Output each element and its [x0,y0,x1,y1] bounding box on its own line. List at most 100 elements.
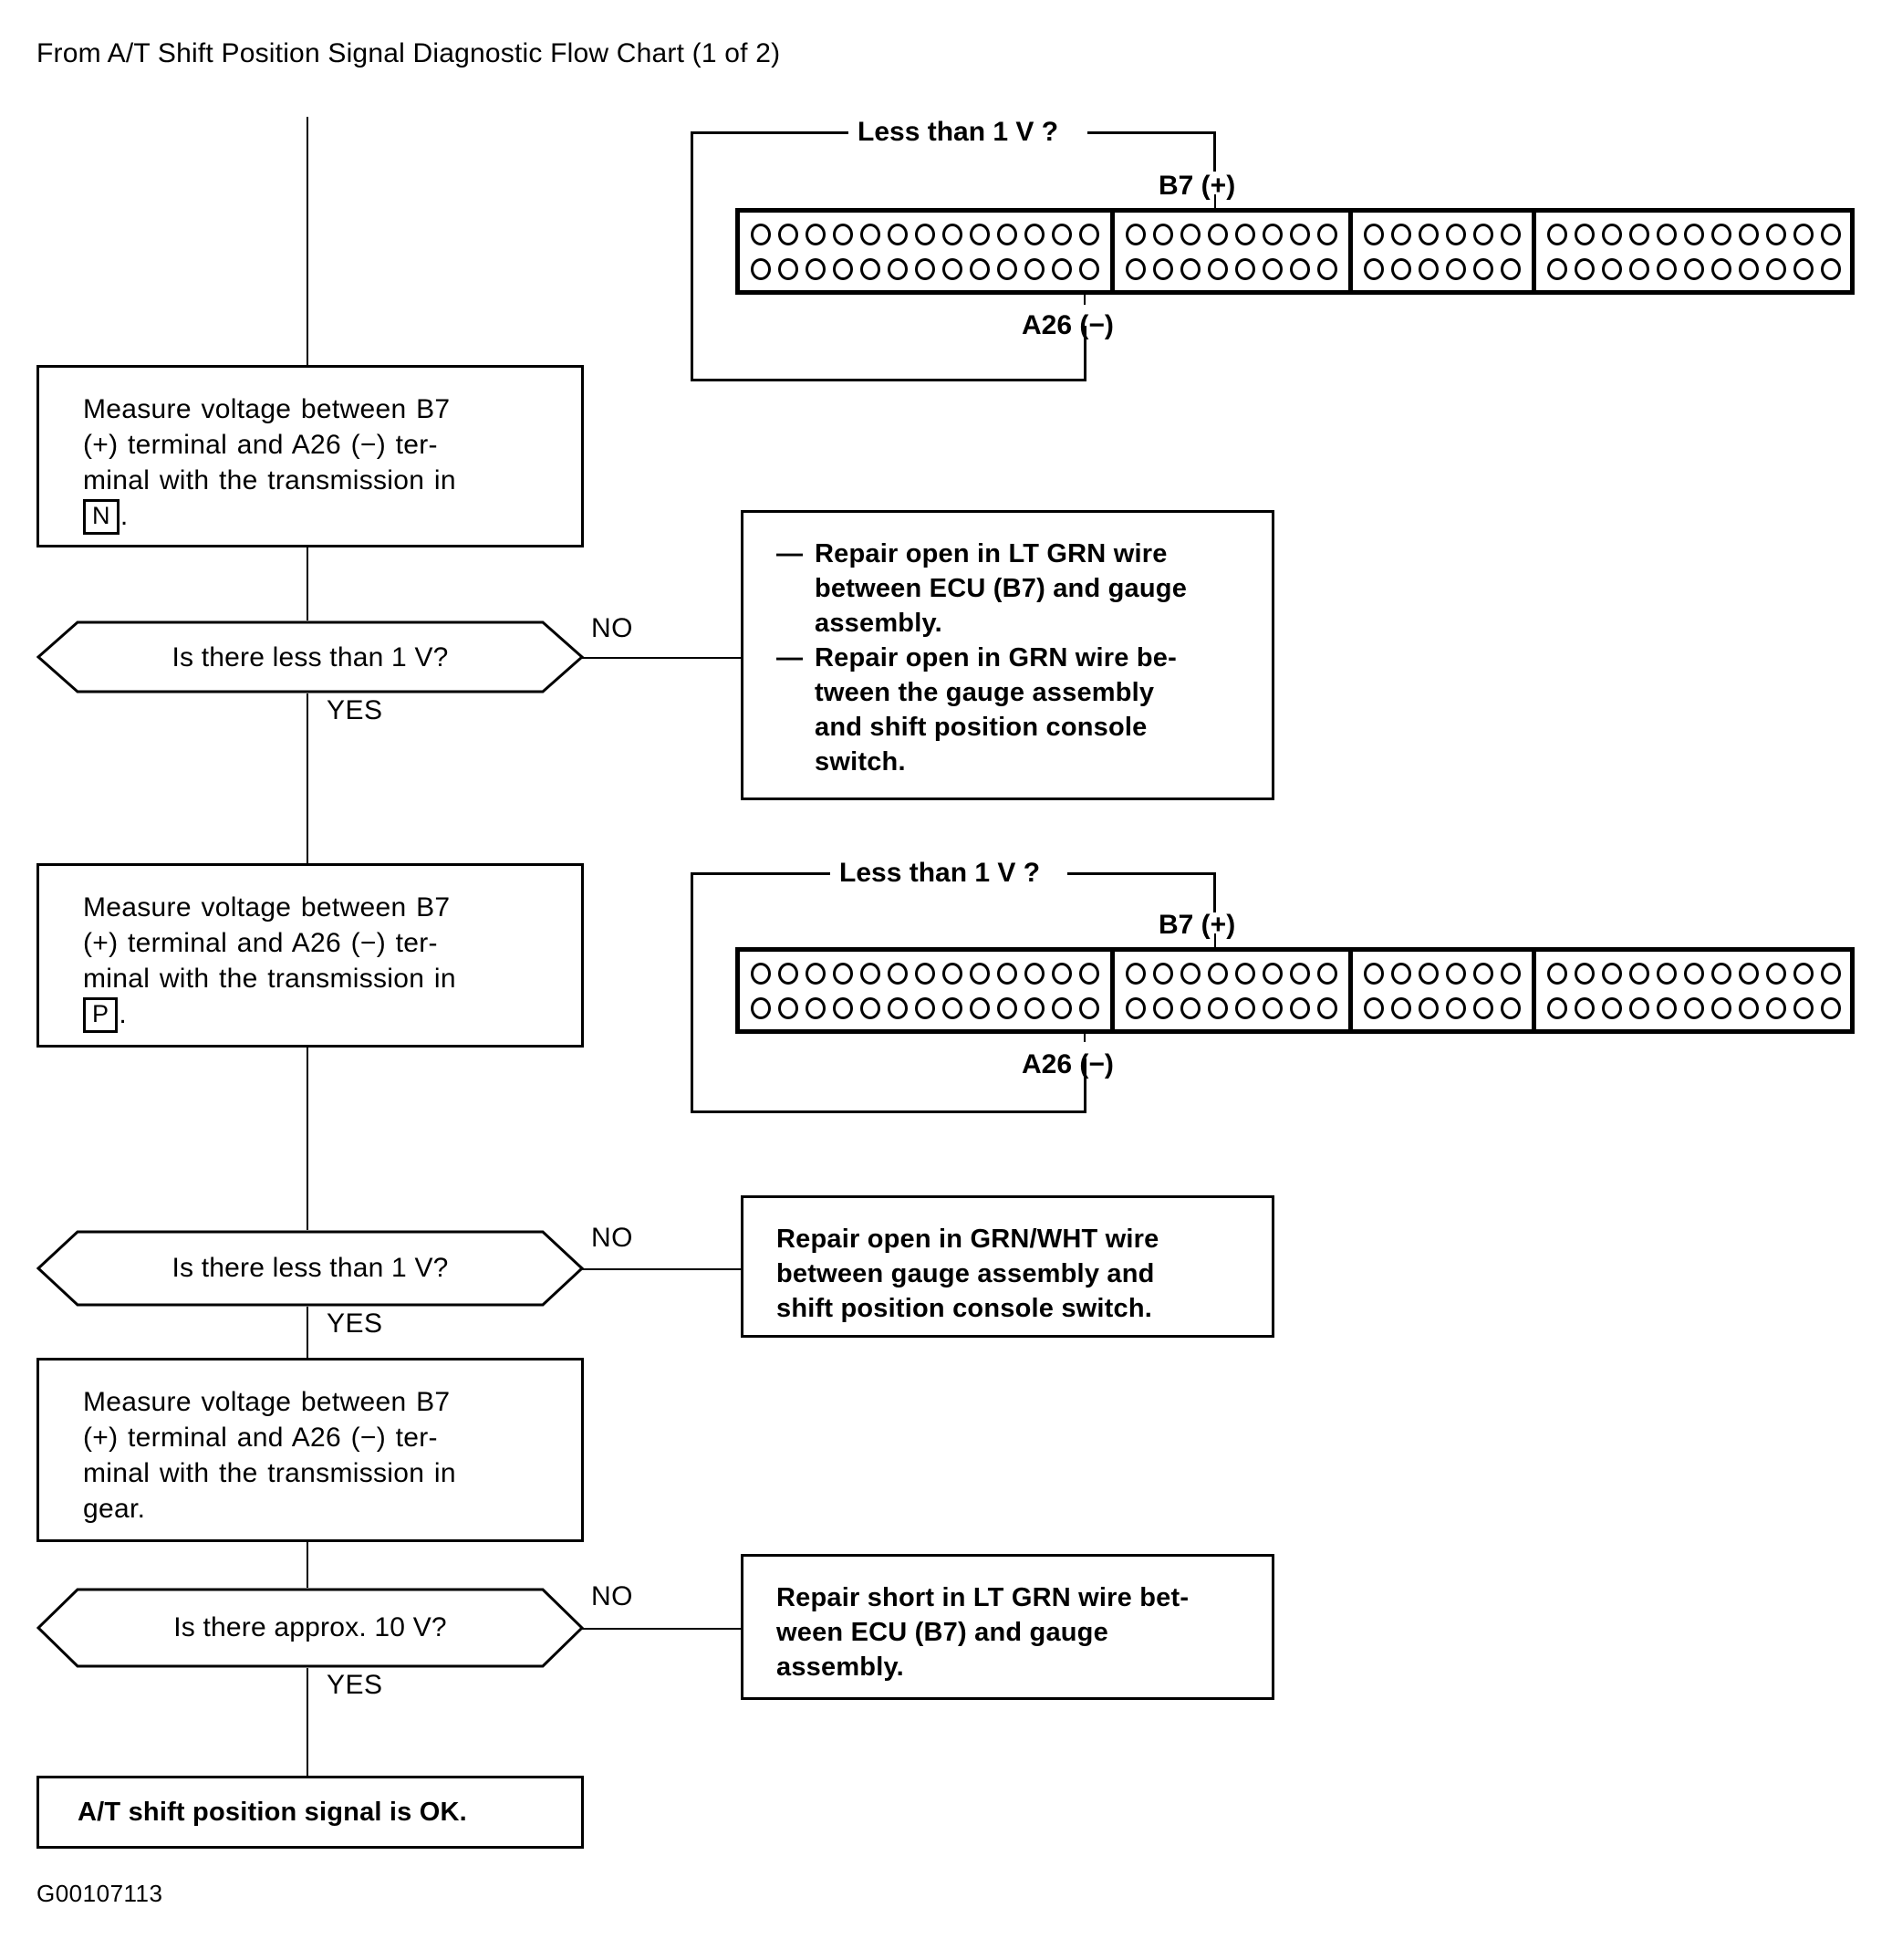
pin [1180,257,1201,280]
line-text: minal with the transmission in [83,465,456,495]
repair-1-bullet-1-body: Repair open in LT GRN wire between ECU (… [815,537,1248,641]
pin [1052,257,1072,280]
pin [1684,962,1704,985]
pin [1364,996,1384,1019]
signal-ok-text: A/T shift position signal is OK. [39,1778,581,1846]
pin [1317,996,1337,1019]
pin [1629,996,1649,1019]
connector2-segment-2-bottom-row [1126,996,1337,1019]
line-text: switch. [815,747,906,777]
measure-voltage-in-gear-box: Measure voltage between B7 (+) terminal … [36,1358,584,1542]
pin [1501,996,1521,1019]
pin [1180,223,1201,245]
pin [778,996,798,1019]
decision-1-no-label: NO [591,613,633,643]
pin [1235,223,1255,245]
gear-position-indicator-n: N [83,499,120,535]
line-text: A/T shift position signal is OK. [78,1798,467,1827]
repair-box-1-text: — Repair open in LT GRN wire between ECU… [743,513,1272,799]
line-text: Measure voltage between B7 [83,394,451,424]
bullet-dash-icon: — [776,539,804,568]
pin [833,996,853,1019]
pin [1052,962,1072,985]
connector2-segment-3 [1353,952,1536,1029]
pin [1793,962,1814,985]
pin [1684,223,1704,245]
connector2-segment-4-bottom-row [1547,996,1841,1019]
pin [1547,996,1567,1019]
line-text: . [119,999,127,1029]
pin-b7-plus [1208,223,1228,245]
pin [942,962,962,985]
pin [1024,996,1045,1019]
pin [1446,257,1466,280]
pin [806,257,826,280]
signal-ok-box: A/T shift position signal is OK. [36,1776,584,1849]
spine-title-to-box1 [307,117,308,365]
decision-1-no-branch-line [582,657,742,659]
decision-hexagon-shape [36,1588,584,1668]
pin [1446,962,1466,985]
connector1-segment-4-top-row [1547,223,1841,245]
decision-2-no-label: NO [591,1223,633,1253]
pin [1153,962,1173,985]
pin [997,223,1017,245]
decision-hexagon-shape [36,620,584,693]
decision-question-1: Is there less than 1 V? [172,642,449,672]
pin [1793,257,1814,280]
pin [1473,996,1493,1019]
pin [860,223,880,245]
repair-1-bullet-2-body: Repair open in GRN wire be- tween the ga… [815,641,1248,779]
pin [1657,223,1677,245]
connector1-less-than-label: Less than 1 V ? [848,117,1068,148]
connector2-pin-block [735,947,1855,1034]
pin [1793,223,1814,245]
pin [970,996,990,1019]
line-text: and shift position console [815,713,1148,742]
pin-a26-minus [1079,257,1099,280]
pin [1419,962,1439,985]
pin [1208,257,1228,280]
pin [970,223,990,245]
pin [1684,257,1704,280]
pin [1684,996,1704,1019]
pin [1263,996,1283,1019]
pin [1126,223,1146,245]
measure-gear-line-1: Measure voltage between B7 [83,1384,554,1420]
connector1-segment-3-top-row [1364,223,1521,245]
pin [1364,962,1384,985]
measure-n-line-4: N. [83,498,554,535]
pin [1290,257,1310,280]
pin [1766,223,1786,245]
pin [1473,257,1493,280]
line-text: minal with the transmission in [83,964,456,994]
pin [1317,223,1337,245]
measure-gear-line-2: (+) terminal and A26 (−) ter- [83,1420,554,1455]
pin [1739,996,1759,1019]
pin [1575,962,1595,985]
pin [1657,996,1677,1019]
repair-box-grn-wht: Repair open in GRN/WHT wire between gaug… [741,1195,1274,1338]
pin [860,257,880,280]
pin [1364,223,1384,245]
pin [1629,257,1649,280]
pin [1419,257,1439,280]
pin [751,962,771,985]
bullet-dash-icon: — [776,643,804,672]
pin [1391,257,1411,280]
pin [1821,996,1841,1019]
pin [1153,257,1173,280]
pin [1079,962,1099,985]
pin [1657,257,1677,280]
pin [833,223,853,245]
connector2-segment-2-top-row [1126,962,1337,985]
pin [1547,962,1567,985]
connector2-less-than-label: Less than 1 V ? [830,858,1050,889]
pin [751,223,771,245]
connector2-plus-terminal-label: B7 (+) [1159,910,1236,940]
repair-1-bullet-2: — Repair open in GRN wire be- tween the … [776,641,1248,779]
pin [860,996,880,1019]
connector2-loop-bottom [691,1110,1086,1113]
pin [942,257,962,280]
pin [806,962,826,985]
